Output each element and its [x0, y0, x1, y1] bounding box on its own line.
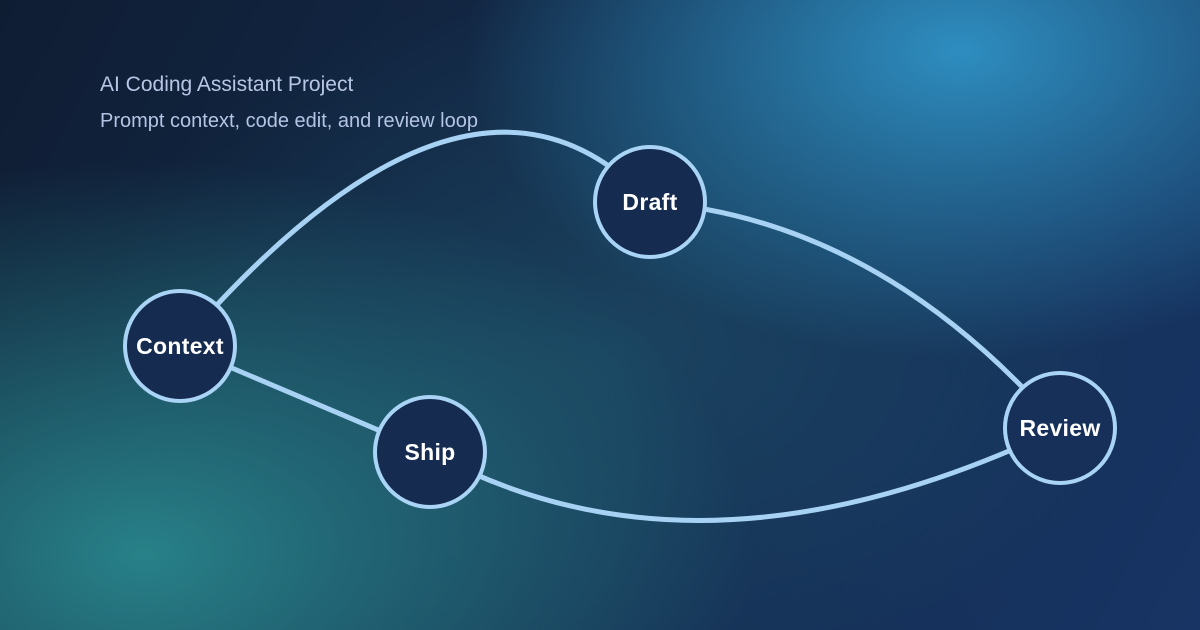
edge-draft-review [647, 199, 1063, 431]
node-context-label: Context [136, 332, 224, 359]
header: AI Coding Assistant Project Prompt conte… [100, 74, 478, 131]
node-review-label: Review [1019, 414, 1101, 441]
node-ship[interactable]: Ship [373, 395, 487, 509]
node-draft-label: Draft [622, 188, 678, 215]
edge-context-draft [177, 129, 653, 349]
node-context[interactable]: Context [123, 289, 237, 403]
node-ship-label: Ship [404, 438, 456, 465]
node-draft[interactable]: Draft [593, 145, 707, 259]
diagram-title: AI Coding Assistant Project [100, 73, 354, 96]
edge-ship-review [427, 425, 1063, 523]
node-review[interactable]: Review [1003, 371, 1117, 485]
diagram-subtitle: Prompt context, code edit, and review lo… [100, 110, 478, 132]
